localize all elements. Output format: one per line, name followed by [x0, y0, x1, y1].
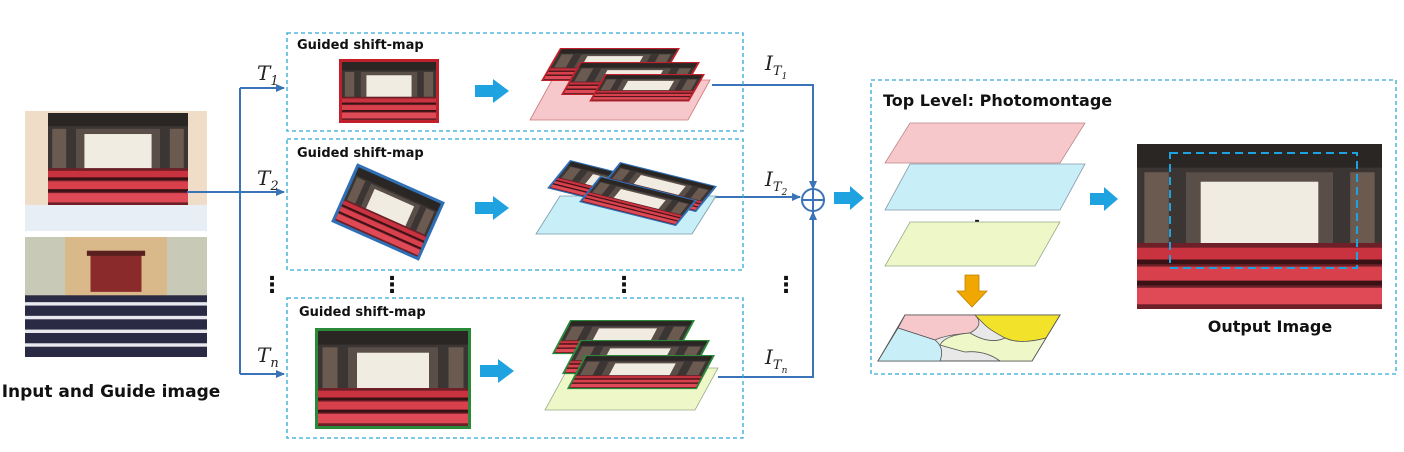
- branch-1-box: Guided shift-map IT1: [286, 32, 787, 132]
- branch-1-layers: [529, 48, 711, 121]
- ellipsis-results: ⋮: [775, 273, 797, 298]
- output-caption: Output Image: [1208, 317, 1333, 336]
- photomontage-box: Top Level: Photomontage ⋮ Output Image: [870, 79, 1397, 375]
- svg-text:T2: T2: [257, 166, 279, 194]
- branch-2-image: [331, 163, 445, 261]
- svg-text:Tn: Tn: [257, 343, 279, 371]
- down-arrow: [956, 274, 988, 308]
- montage-layer-1: [884, 122, 1086, 164]
- sum-node: [801, 188, 825, 212]
- ellipsis-transforms: ⋮: [261, 273, 283, 298]
- montage-layer-2: [884, 163, 1086, 211]
- svg-text:IT1: IT1: [764, 51, 787, 82]
- branch-1-title: Guided shift-map: [297, 38, 424, 53]
- branch-2-title: Guided shift-map: [297, 146, 424, 161]
- input-caption: Input and Guide image: [2, 382, 221, 402]
- montage-layer-n: [884, 221, 1061, 267]
- branch-n-title: Guided shift-map: [299, 305, 426, 320]
- ellipsis-layers: ⋮: [613, 273, 635, 298]
- branch-2-layers: [535, 160, 718, 235]
- branch-1-image: [339, 59, 439, 123]
- svg-text:ITn: ITn: [764, 345, 788, 376]
- branch-n-box: Guided shift-map ITn: [286, 297, 788, 439]
- branch-n-layers: [544, 320, 719, 411]
- photomontage-title: Top Level: Photomontage: [883, 91, 1112, 110]
- label-t1: T1: [257, 61, 279, 89]
- montage-composite: [877, 314, 1061, 362]
- sum-to-montage-arrow: [834, 186, 864, 210]
- label-i-t2: IT2: [764, 167, 788, 198]
- label-i-tn: ITn: [764, 345, 788, 376]
- branch-connectors: [187, 84, 817, 378]
- branch-n-image: [315, 328, 471, 429]
- input-image: [25, 111, 207, 231]
- branch-n-arrow: [480, 359, 514, 383]
- label-t2: T2: [257, 166, 279, 194]
- output-image: [1137, 144, 1382, 309]
- svg-text:T1: T1: [257, 61, 279, 89]
- label-i-t1: IT1: [764, 51, 787, 82]
- montage-to-output-arrow: [1090, 187, 1118, 211]
- branch-2-box: Guided shift-map IT2: [286, 138, 788, 271]
- guide-image: [25, 237, 207, 357]
- svg-text:IT2: IT2: [764, 167, 788, 198]
- branch-1-arrow: [475, 79, 509, 103]
- branch-2-arrow: [475, 196, 509, 220]
- ellipsis-images: ⋮: [381, 273, 403, 298]
- label-tn: Tn: [257, 343, 279, 371]
